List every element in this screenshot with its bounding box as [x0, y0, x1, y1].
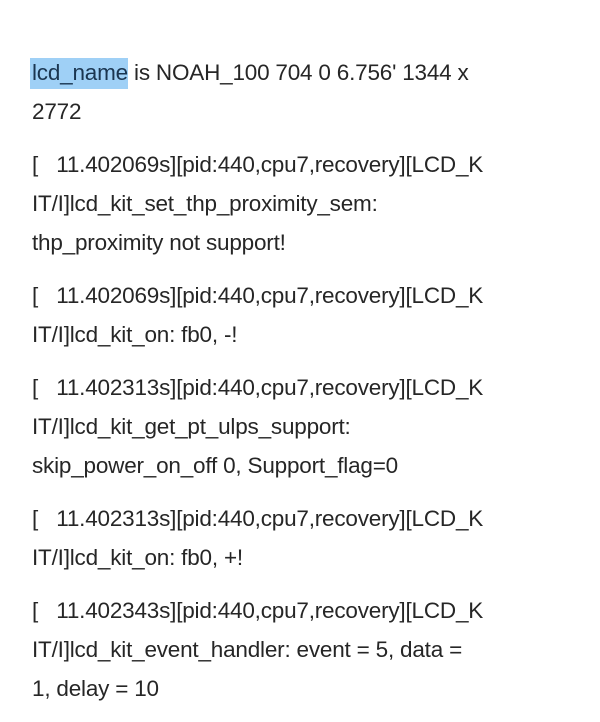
log-line: [ 11.402069s][pid:440,cpu7,recovery][LCD… — [32, 152, 484, 177]
log-entry: [ 11.402313s][pid:440,cpu7,recovery][LCD… — [32, 368, 592, 485]
log-line: 1, delay = 10 — [32, 676, 159, 701]
log-line: IT/I]lcd_kit_get_pt_ulps_support: — [32, 414, 351, 439]
log-line: [ 11.402313s][pid:440,cpu7,recovery][LCD… — [32, 506, 484, 531]
log-line-text: is NOAH_100 704 0 6.756' 1344 x — [127, 60, 469, 85]
log-line: skip_power_on_off 0, Support_flag=0 — [32, 453, 398, 478]
log-entry: lcd_name is NOAH_100 704 0 6.756' 1344 x… — [30, 53, 592, 131]
log-line: lcd_name is NOAH_100 704 0 6.756' 1344 x — [30, 53, 592, 92]
log-text-view[interactable]: lcd_name is NOAH_100 704 0 6.756' 1344 x… — [30, 53, 592, 722]
log-line: thp_proximity not support! — [32, 230, 286, 255]
log-entry: [ 11.402069s][pid:440,cpu7,recovery][LCD… — [32, 145, 592, 262]
log-line: IT/I]lcd_kit_event_handler: event = 5, d… — [32, 637, 463, 662]
log-line: [ 11.402313s][pid:440,cpu7,recovery][LCD… — [32, 375, 484, 400]
log-line: IT/I]lcd_kit_on: fb0, -! — [32, 322, 238, 347]
log-line: [ 11.402069s][pid:440,cpu7,recovery][LCD… — [32, 283, 484, 308]
log-entry: [ 11.402313s][pid:440,cpu7,recovery][LCD… — [32, 499, 592, 577]
log-entry: [ 11.402069s][pid:440,cpu7,recovery][LCD… — [32, 276, 592, 354]
selected-text[interactable]: lcd_name — [30, 58, 128, 89]
log-line: IT/I]lcd_kit_set_thp_proximity_sem: — [32, 191, 378, 216]
log-entry: [ 11.402343s][pid:440,cpu7,recovery][LCD… — [32, 591, 592, 708]
log-line: 2772 — [32, 99, 82, 124]
log-line: [ 11.402343s][pid:440,cpu7,recovery][LCD… — [32, 598, 484, 623]
log-line: IT/I]lcd_kit_on: fb0, +! — [32, 545, 243, 570]
